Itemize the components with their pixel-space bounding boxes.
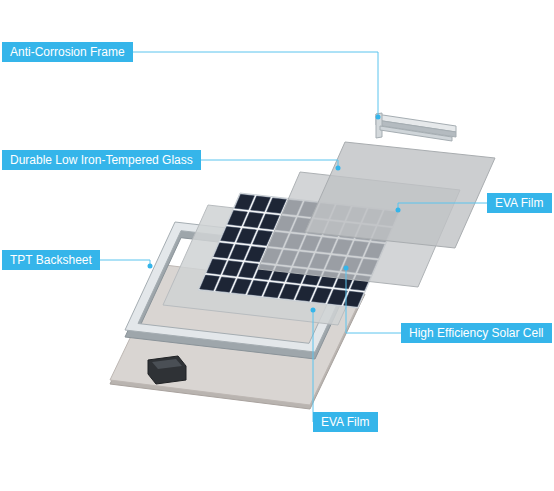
solar-cell [230, 245, 250, 260]
solar-cell [312, 288, 332, 303]
leader-dot [396, 208, 401, 213]
solar-cell [216, 277, 236, 292]
callout-label: EVA Film [487, 193, 552, 213]
solar-cell [296, 286, 316, 301]
callout-label: TPT Backsheet [2, 250, 100, 270]
solar-cell [280, 284, 300, 299]
junction-box [148, 356, 186, 384]
solar-cell [251, 196, 271, 211]
leader-lines [60, 52, 510, 422]
solar-cell [200, 275, 220, 290]
solar-cell [232, 279, 252, 294]
solar-cell [328, 290, 348, 305]
callout-label: Anti-Corrosion Frame [2, 42, 133, 62]
label-text: High Efficiency Solar Cell [409, 323, 544, 343]
callout-label: EVA Film [313, 412, 378, 432]
label-text: EVA Film [321, 412, 369, 432]
frame-bar [380, 126, 452, 141]
label-text: Anti-Corrosion Frame [10, 42, 125, 62]
leader-dot [336, 166, 341, 171]
solar-cell [221, 227, 241, 242]
solar-cell [237, 228, 257, 243]
leader-dot [376, 115, 381, 120]
tempered-glass [305, 142, 495, 248]
junction-box-top [152, 359, 182, 369]
leader-dot [344, 266, 349, 271]
frame-upright [376, 113, 382, 138]
solar-cell [264, 282, 284, 297]
solar-cell [248, 281, 268, 296]
leader-dot [311, 308, 316, 313]
callout-label: High Efficiency Solar Cell [401, 323, 552, 343]
solar-cell [344, 291, 364, 306]
label-text: TPT Backsheet [10, 250, 92, 270]
callout-label: Durable Low Iron-Tempered Glass [2, 150, 201, 170]
leader-dot [148, 264, 153, 269]
solar-cell [235, 194, 255, 209]
label-text: Durable Low Iron-Tempered Glass [10, 150, 193, 170]
label-text: EVA Film [495, 193, 543, 213]
leader-line [313, 310, 350, 422]
solar-cell [214, 243, 234, 258]
leader-line [100, 52, 378, 117]
